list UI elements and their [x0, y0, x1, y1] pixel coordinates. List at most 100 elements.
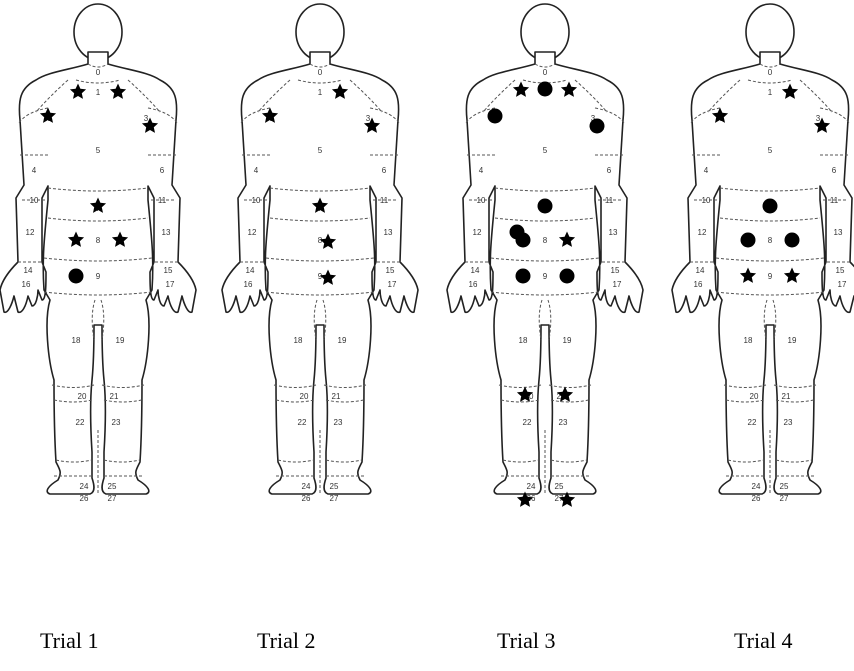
region-label-14: 14 — [471, 266, 480, 275]
region-label-9: 9 — [96, 272, 101, 281]
trial-1-caption: Trial 1 — [40, 628, 98, 654]
trial-3-figure: 0123456789101112131415161718192021222324… — [447, 4, 643, 507]
region-label-13: 13 — [834, 228, 843, 237]
region-label-15: 15 — [164, 266, 173, 275]
region-label-12: 12 — [698, 228, 707, 237]
region-label-21: 21 — [110, 392, 119, 401]
region-label-19: 19 — [788, 336, 797, 345]
region-label-17: 17 — [613, 280, 622, 289]
region-label-13: 13 — [384, 228, 393, 237]
region-label-11: 11 — [380, 196, 389, 205]
trial-3-caption: Trial 3 — [497, 628, 555, 654]
region-label-15: 15 — [836, 266, 845, 275]
region-label-4: 4 — [704, 166, 709, 175]
circle-marker — [763, 199, 778, 214]
region-label-18: 18 — [744, 336, 753, 345]
region-label-0: 0 — [318, 68, 323, 77]
region-label-24: 24 — [527, 482, 536, 491]
region-label-19: 19 — [116, 336, 125, 345]
region-label-10: 10 — [252, 196, 261, 205]
region-label-5: 5 — [768, 146, 773, 155]
region-label-10: 10 — [702, 196, 711, 205]
region-label-13: 13 — [609, 228, 618, 237]
region-label-15: 15 — [386, 266, 395, 275]
region-label-8: 8 — [768, 236, 773, 245]
region-label-5: 5 — [543, 146, 548, 155]
region-label-24: 24 — [302, 482, 311, 491]
circle-marker — [516, 269, 531, 284]
region-label-26: 26 — [302, 494, 311, 503]
region-label-13: 13 — [162, 228, 171, 237]
trial-4-figure: 0123456789101112131415161718192021222324… — [672, 4, 854, 503]
region-label-11: 11 — [830, 196, 839, 205]
region-label-3: 3 — [144, 114, 149, 123]
region-label-6: 6 — [607, 166, 612, 175]
region-label-17: 17 — [838, 280, 847, 289]
region-label-16: 16 — [244, 280, 253, 289]
region-label-3: 3 — [816, 114, 821, 123]
region-label-14: 14 — [24, 266, 33, 275]
circle-marker — [741, 233, 756, 248]
region-label-4: 4 — [254, 166, 259, 175]
body-map-figure: 0123456789101112131415161718192021222324… — [0, 0, 854, 540]
region-label-0: 0 — [543, 68, 548, 77]
region-label-23: 23 — [784, 418, 793, 427]
region-label-1: 1 — [768, 88, 773, 97]
region-label-11: 11 — [158, 196, 167, 205]
region-label-27: 27 — [330, 494, 339, 503]
region-label-22: 22 — [523, 418, 532, 427]
region-label-12: 12 — [473, 228, 482, 237]
region-label-14: 14 — [246, 266, 255, 275]
region-label-3: 3 — [366, 114, 371, 123]
region-label-1: 1 — [96, 88, 101, 97]
region-label-23: 23 — [112, 418, 121, 427]
region-label-24: 24 — [80, 482, 89, 491]
region-label-6: 6 — [382, 166, 387, 175]
region-label-19: 19 — [563, 336, 572, 345]
region-label-6: 6 — [832, 166, 837, 175]
region-label-8: 8 — [96, 236, 101, 245]
circle-marker — [538, 82, 553, 97]
region-label-12: 12 — [248, 228, 257, 237]
region-label-16: 16 — [694, 280, 703, 289]
region-label-23: 23 — [334, 418, 343, 427]
region-label-25: 25 — [108, 482, 117, 491]
region-label-19: 19 — [338, 336, 347, 345]
region-label-20: 20 — [300, 392, 309, 401]
region-label-20: 20 — [78, 392, 87, 401]
circle-marker — [538, 199, 553, 214]
region-label-27: 27 — [780, 494, 789, 503]
region-label-22: 22 — [76, 418, 85, 427]
trial-4-caption: Trial 4 — [734, 628, 792, 654]
region-label-9: 9 — [768, 272, 773, 281]
trial-2-caption: Trial 2 — [257, 628, 315, 654]
region-label-8: 8 — [543, 236, 548, 245]
circle-marker — [785, 233, 800, 248]
trial-1-figure: 0123456789101112131415161718192021222324… — [0, 4, 196, 503]
region-label-23: 23 — [559, 418, 568, 427]
region-label-24: 24 — [752, 482, 761, 491]
region-label-26: 26 — [752, 494, 761, 503]
region-label-5: 5 — [96, 146, 101, 155]
region-label-11: 11 — [605, 196, 614, 205]
region-label-10: 10 — [30, 196, 39, 205]
region-label-4: 4 — [479, 166, 484, 175]
region-label-16: 16 — [22, 280, 31, 289]
region-label-5: 5 — [318, 146, 323, 155]
region-label-14: 14 — [696, 266, 705, 275]
region-label-22: 22 — [298, 418, 307, 427]
region-label-18: 18 — [72, 336, 81, 345]
region-label-15: 15 — [611, 266, 620, 275]
region-label-0: 0 — [768, 68, 773, 77]
trial-2-figure: 0123456789101112131415161718192021222324… — [222, 4, 418, 503]
region-label-17: 17 — [166, 280, 175, 289]
region-label-17: 17 — [388, 280, 397, 289]
region-label-21: 21 — [332, 392, 341, 401]
region-label-9: 9 — [543, 272, 548, 281]
region-label-27: 27 — [108, 494, 117, 503]
circle-marker — [590, 119, 605, 134]
region-label-18: 18 — [519, 336, 528, 345]
region-label-25: 25 — [780, 482, 789, 491]
region-label-22: 22 — [748, 418, 757, 427]
region-label-20: 20 — [750, 392, 759, 401]
